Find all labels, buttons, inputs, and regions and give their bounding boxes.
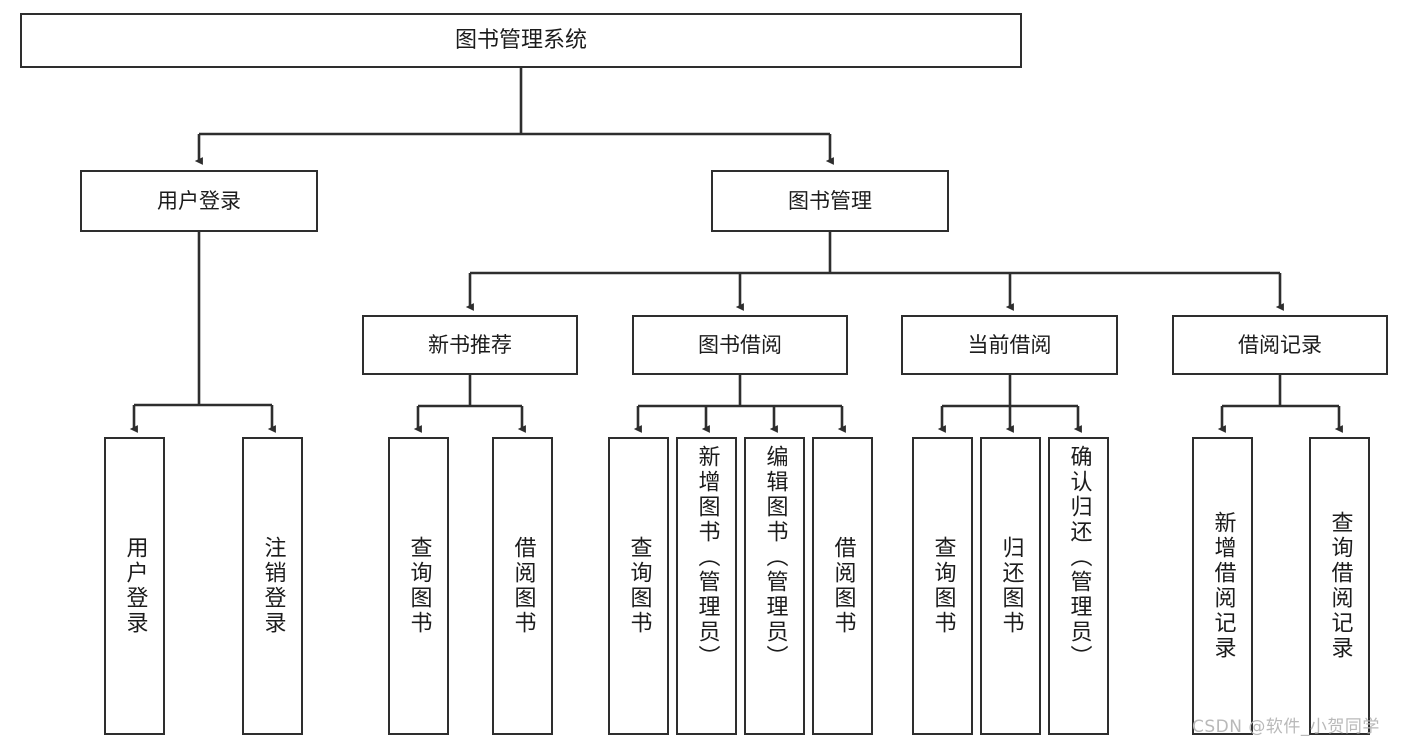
leaf-add-book-admin[interactable]: 新增图书（管理员）: [676, 437, 737, 735]
leaf-query-book-recommend[interactable]: 查询图书: [388, 437, 449, 735]
node-label: 归还图书: [998, 536, 1024, 636]
node-label: 借阅记录: [1238, 332, 1322, 357]
leaf-add-borrow-record[interactable]: 新增借阅记录: [1192, 437, 1253, 735]
node-label: 借阅图书: [830, 536, 856, 636]
leaf-query-book-borrow[interactable]: 查询图书: [608, 437, 669, 735]
node-label: 新增借阅记录: [1210, 511, 1236, 661]
leaf-borrow-book-recommend[interactable]: 借阅图书: [492, 437, 553, 735]
node-book-management[interactable]: 图书管理: [711, 170, 949, 232]
leaf-user-logout[interactable]: 注销登录: [242, 437, 303, 735]
node-label: 查询借阅记录: [1327, 511, 1353, 661]
node-label: 注销登录: [260, 536, 286, 636]
node-label: 新书推荐: [428, 332, 512, 357]
node-label: 图书借阅: [698, 332, 782, 357]
node-label: 查询图书: [406, 536, 432, 636]
node-current-borrow[interactable]: 当前借阅: [901, 315, 1118, 375]
node-label: 借阅图书: [510, 536, 536, 636]
leaf-edit-book-admin[interactable]: 编辑图书（管理员）: [744, 437, 805, 735]
leaf-borrow-book[interactable]: 借阅图书: [812, 437, 873, 735]
node-borrow-record[interactable]: 借阅记录: [1172, 315, 1388, 375]
leaf-query-book-current[interactable]: 查询图书: [912, 437, 973, 735]
node-label: 查询图书: [930, 536, 956, 636]
node-user-login[interactable]: 用户登录: [80, 170, 318, 232]
node-new-book-recommend[interactable]: 新书推荐: [362, 315, 578, 375]
node-label: 确认归还（管理员）: [1066, 445, 1092, 670]
node-root-system[interactable]: 图书管理系统: [20, 13, 1022, 68]
node-label: 当前借阅: [967, 332, 1052, 357]
node-book-borrow[interactable]: 图书借阅: [632, 315, 848, 375]
node-label: 编辑图书（管理员）: [762, 445, 788, 670]
leaf-return-book[interactable]: 归还图书: [980, 437, 1041, 735]
leaf-query-borrow-record[interactable]: 查询借阅记录: [1309, 437, 1370, 735]
node-label: 图书管理: [788, 188, 872, 213]
csdn-watermark: CSDN @软件_小贺同学: [1192, 717, 1380, 737]
node-label: 图书管理系统: [454, 27, 587, 53]
leaf-confirm-return-admin[interactable]: 确认归还（管理员）: [1048, 437, 1109, 735]
node-label: 用户登录: [157, 188, 241, 213]
node-label: 查询图书: [626, 536, 652, 636]
node-label: 新增图书（管理员）: [694, 445, 720, 670]
leaf-user-login[interactable]: 用户登录: [104, 437, 165, 735]
node-label: 用户登录: [122, 536, 148, 636]
